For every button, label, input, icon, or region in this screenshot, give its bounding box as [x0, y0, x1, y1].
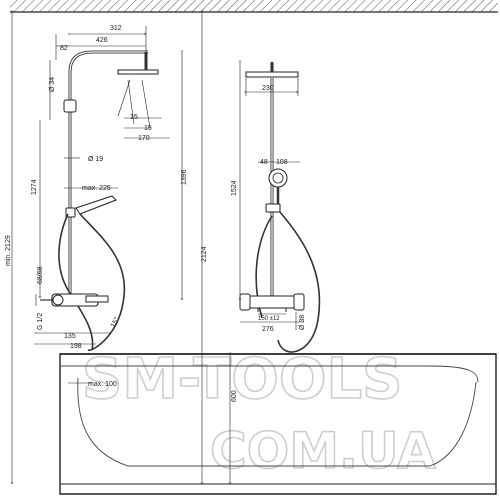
- dim-48: 48: [260, 159, 268, 166]
- watermark-line2: COM.UA: [210, 422, 436, 480]
- dim-150: 150 ±12: [258, 316, 280, 322]
- dim-108: 108: [276, 159, 288, 166]
- dim-135: 135: [64, 333, 76, 340]
- dim-34: Ø 34: [49, 77, 56, 92]
- dim-2124: 2124: [201, 246, 208, 262]
- dim-max225: max. 225: [82, 185, 111, 192]
- dim-230: 230: [262, 85, 274, 92]
- dim-min2129: min. 2129: [5, 235, 12, 266]
- dim-15a: 15: [130, 114, 138, 121]
- side-view-dimensions: [12, 12, 202, 484]
- dim-1274: 1274: [31, 179, 38, 195]
- ceiling: [10, 0, 498, 13]
- dim-38: Ø 38: [299, 315, 306, 330]
- bathtub: [59, 353, 497, 495]
- dim-1396: 1396: [181, 169, 188, 185]
- dim-68: 68/68: [37, 266, 44, 284]
- side-view: [40, 50, 159, 351]
- watermark-line1: SM-TOOLS: [82, 347, 403, 412]
- dim-170: 170: [138, 135, 150, 142]
- dim-g12: G 1/2: [37, 313, 44, 330]
- dim-426: 426: [96, 37, 108, 44]
- dim-82: 82: [60, 45, 68, 52]
- dim-15b: 15: [144, 125, 152, 132]
- dim-312: 312: [110, 25, 122, 32]
- dim-276: 276: [262, 326, 274, 333]
- dim-max100: max. 100: [88, 381, 117, 388]
- watermark: SM-TOOLS COM.UA: [81, 346, 437, 481]
- front-view: [239, 62, 321, 353]
- dim-19: Ø 19: [88, 156, 103, 163]
- dim-1524: 1524: [231, 180, 238, 196]
- dim-600: 600: [231, 390, 238, 402]
- dim-198: 198: [70, 343, 82, 350]
- front-view-dimensions: [240, 62, 304, 330]
